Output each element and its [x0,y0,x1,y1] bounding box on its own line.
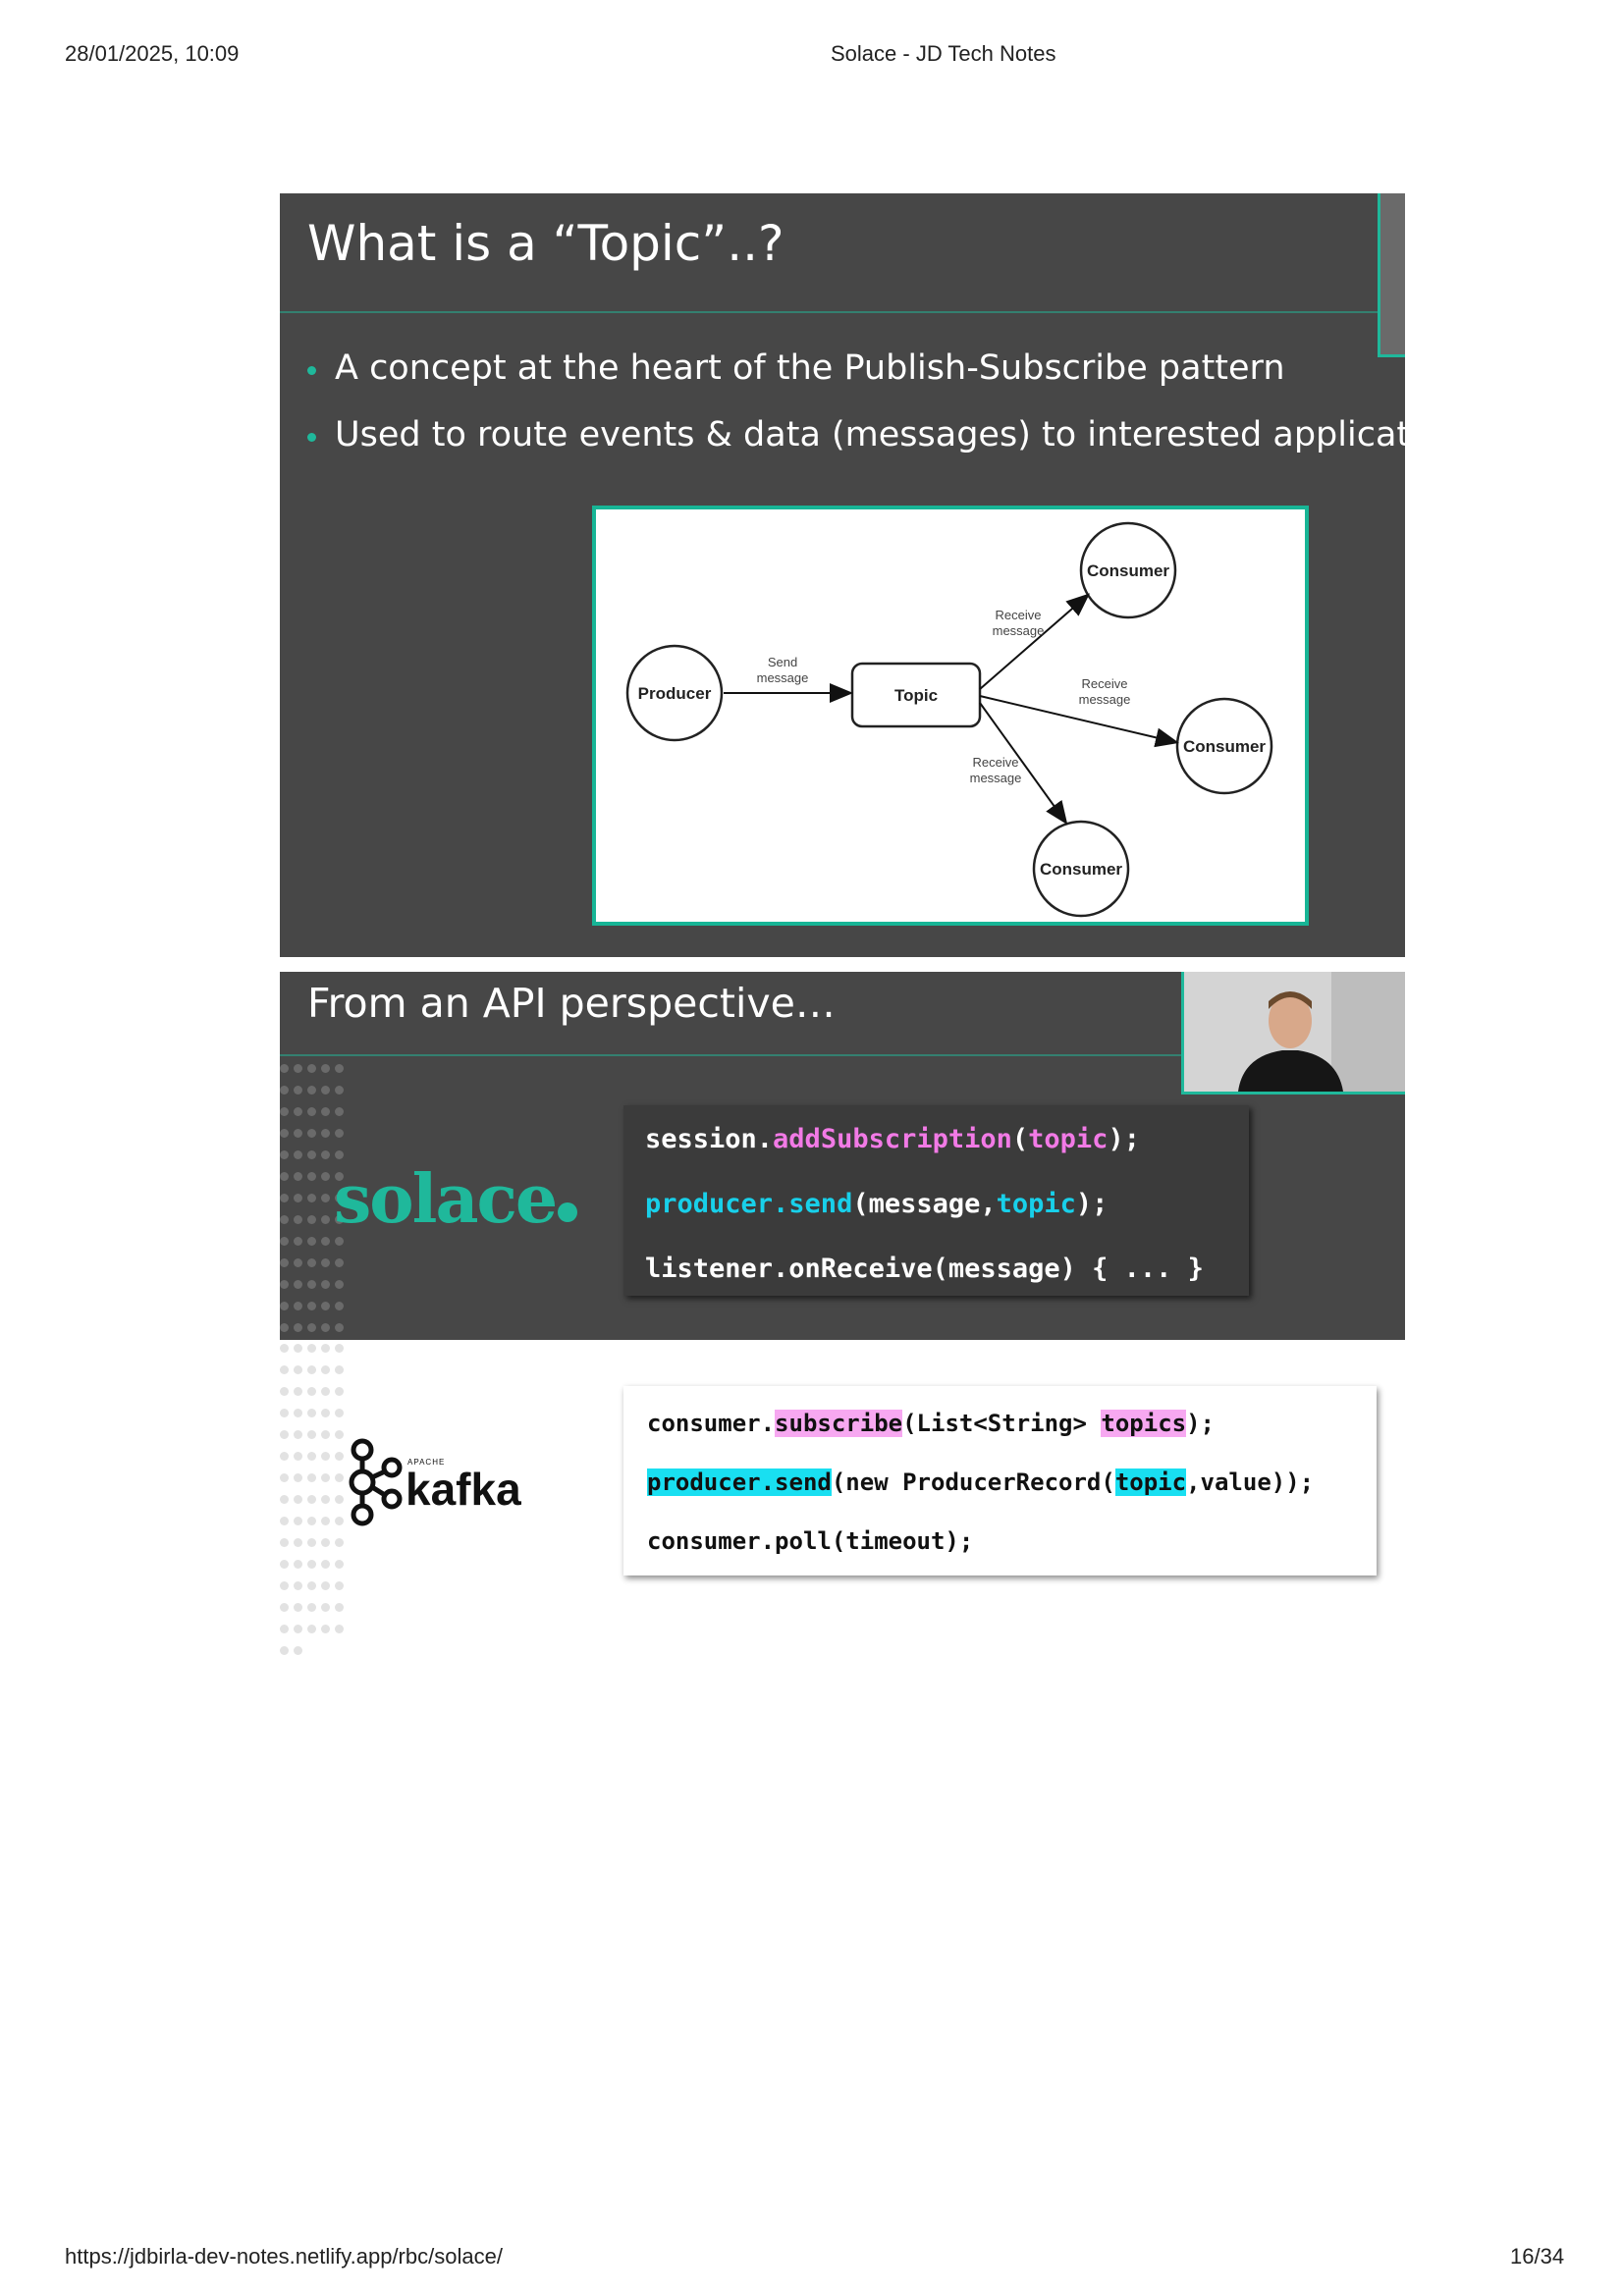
code-line-subscribe: consumer.subscribe(List<String> topics); [647,1410,1215,1437]
consumer-label: Consumer [1040,860,1122,879]
title-divider [280,311,1405,313]
slide-title: From an API perspective… [307,980,836,1027]
logo-dot-icon [558,1202,578,1222]
send-label-line2: message [757,670,809,685]
send-label-line1: Send [768,655,797,669]
receive-arrow-top [979,593,1091,690]
receive-label-top-line2: message [993,623,1045,638]
topic-label: Topic [894,686,938,705]
producer-label: Producer [638,684,712,703]
decorative-dots [280,1060,351,1340]
pubsub-diagram-svg: Producer Topic Consumer Consumer Consume… [625,521,1273,918]
slide-what-is-topic: What is a “Topic”..? A concept at the he… [280,193,1405,957]
consumer-node-top [1079,521,1177,619]
kafka-apache-label: APACHE [407,1458,446,1467]
receive-arrow-right [979,695,1179,748]
title-divider [280,1054,1183,1056]
print-datetime: 28/01/2025, 10:09 [65,41,240,66]
slide-api-perspective: From an API perspective… solace session.… [280,972,1405,1340]
video-thumbnail-edge [1378,193,1405,357]
kafka-code-block: consumer.subscribe(List<String> topics);… [623,1386,1377,1575]
kafka-wordmark: kafka [406,1464,521,1515]
kafka-nodes-icon [349,1438,403,1526]
print-page-number: 16/34 [1510,2244,1565,2269]
receive-label-top-line1: Receive [996,608,1042,622]
presenter-icon [1184,972,1405,1092]
producer-node [625,644,724,742]
pubsub-diagram: Producer Topic Consumer Consumer Consume… [592,506,1309,926]
kafka-logo [349,1438,404,1531]
code-line-send: producer.send(message,topic); [645,1189,1109,1219]
decorative-dots [280,1340,351,1664]
code-line-receive: listener.onReceive(message) { ... } [645,1254,1204,1284]
bullet-list: A concept at the heart of the Publish-Su… [307,348,1405,482]
code-line-send: producer.send(new ProducerRecord(topic,v… [647,1468,1315,1496]
receive-label-right-line1: Receive [1082,676,1128,691]
bullet-item: A concept at the heart of the Publish-Su… [307,348,1405,388]
solace-logo: solace [334,1160,578,1239]
receive-arrow-bottom [979,702,1068,826]
kafka-section: APACHE kafka consumer.subscribe(List<Str… [280,1340,1405,1655]
receive-label-bottom-line1: Receive [973,755,1019,770]
receive-label-bottom-line2: message [970,771,1022,785]
consumer-node-bottom [1032,820,1130,918]
consumer-label: Consumer [1183,737,1266,756]
print-page-title: Solace - JD Tech Notes [831,41,1056,66]
code-line-subscription: session.addSubscription(topic); [645,1124,1140,1154]
receive-label-right-line2: message [1079,692,1131,707]
code-line-poll: consumer.poll(timeout); [647,1527,974,1555]
consumer-label: Consumer [1087,561,1169,580]
print-url[interactable]: https://jdbirla-dev-notes.netlify.app/rb… [65,2244,503,2269]
slide-title: What is a “Topic”..? [307,215,784,272]
bullet-item: Used to route events & data (messages) t… [307,415,1405,454]
solace-code-block: session.addSubscription(topic); producer… [623,1105,1249,1296]
bullet-dot-icon [307,366,316,375]
bullet-dot-icon [307,433,316,442]
presenter-video [1181,972,1405,1095]
